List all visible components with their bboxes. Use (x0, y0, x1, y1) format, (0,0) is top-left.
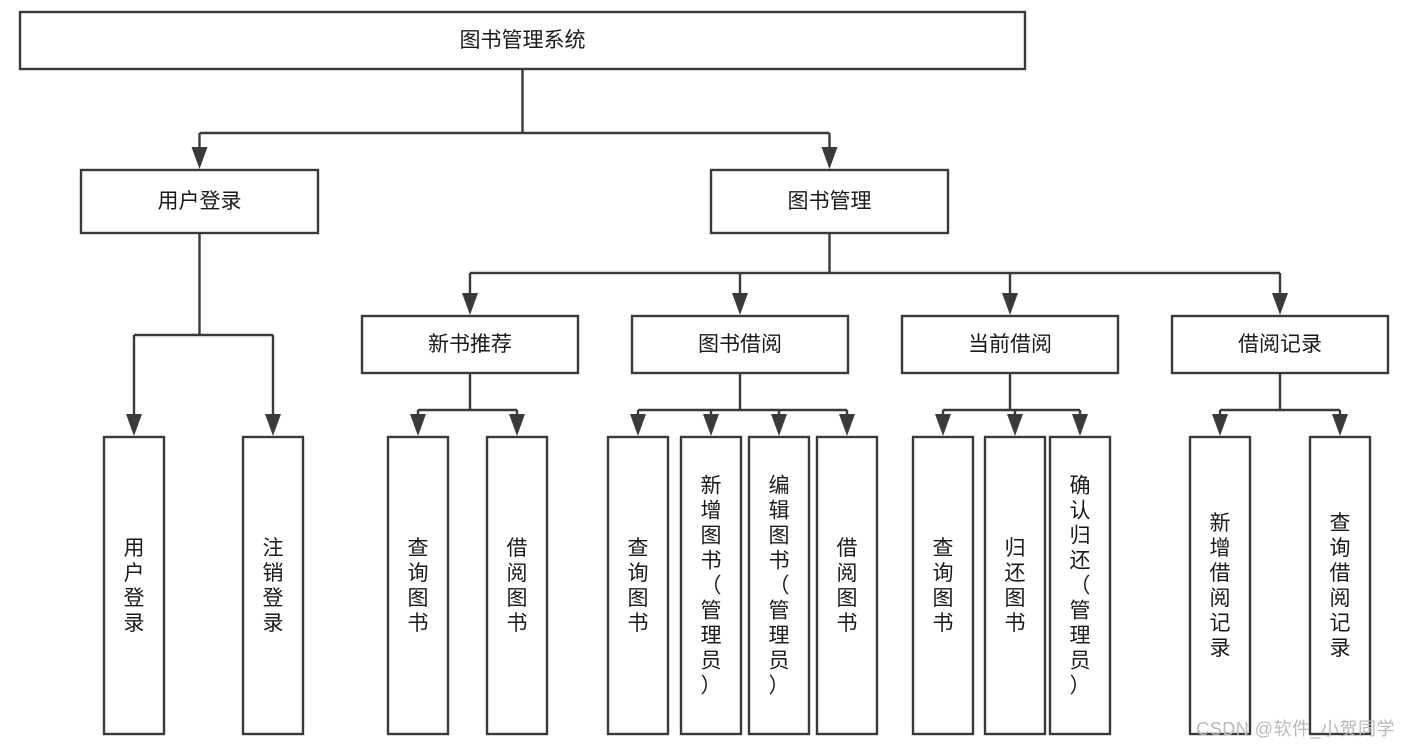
node-record-query[interactable]: 查询借阅记录 (1308, 435, 1372, 736)
book-manage-to-book-borrow-arrowhead (732, 293, 748, 315)
node-user-login-leaf[interactable]: 用户登录 (102, 435, 166, 736)
node-label-user-login-leaf: 用户登录 (124, 537, 145, 635)
node-new-book-recommend[interactable]: 新书推荐 (360, 314, 580, 375)
user-login-to-user-login-leaf-arrowhead (126, 414, 142, 436)
node-label-user-login: 用户登录 (158, 190, 242, 213)
node-borrow-query-book[interactable]: 查询图书 (606, 435, 670, 736)
node-box-current-confirm-return (1048, 435, 1112, 736)
node-label-current-query-book: 查询图书 (933, 537, 954, 635)
node-box-user-login-leaf (102, 435, 166, 736)
node-box-user-login (79, 168, 320, 235)
connector-layer (126, 69, 1348, 436)
node-box-user-logout-leaf (241, 435, 305, 736)
node-label-recommend-borrow-book: 借阅图书 (507, 537, 528, 635)
node-current-query-book[interactable]: 查询图书 (911, 435, 975, 736)
current-borrow-to-current-return-book-arrowhead (1007, 414, 1023, 436)
borrow-record-to-record-add-arrowhead (1212, 414, 1228, 436)
node-box-current-borrow (900, 314, 1120, 375)
node-borrow-borrow-book[interactable]: 借阅图书 (815, 435, 879, 736)
node-box-book-manage (709, 168, 950, 235)
borrow-record-to-record-query-arrowhead (1332, 414, 1348, 436)
node-label-book-borrow: 图书借阅 (698, 333, 782, 356)
node-label-new-book-recommend: 新书推荐 (428, 333, 512, 356)
node-label-record-add: 新增借阅记录 (1210, 512, 1231, 660)
node-box-book-borrow (630, 314, 850, 375)
new-book-recommend-to-recommend-query-book-arrowhead (410, 414, 426, 436)
book-borrow-to-borrow-add-book-arrowhead (703, 414, 719, 436)
node-label-user-logout-leaf: 注销登录 (263, 537, 284, 635)
node-borrow-record[interactable]: 借阅记录 (1170, 314, 1390, 375)
node-label-borrow-query-book: 查询图书 (628, 537, 649, 635)
node-current-return-book[interactable]: 归还图书 (983, 435, 1047, 736)
root-to-user-login-arrowhead (191, 147, 208, 169)
node-box-borrow-record (1170, 314, 1390, 375)
node-box-borrow-add-book (679, 435, 743, 736)
node-book-borrow[interactable]: 图书借阅 (630, 314, 850, 375)
book-manage-to-current-borrow-arrowhead (1002, 293, 1018, 315)
user-login-to-user-logout-leaf-arrowhead (265, 414, 281, 436)
book-borrow-to-borrow-query-book-arrowhead (630, 414, 646, 436)
node-label-recommend-query-book: 查询图书 (408, 537, 429, 635)
node-record-add[interactable]: 新增借阅记录 (1188, 435, 1252, 736)
node-book-manage[interactable]: 图书管理 (709, 168, 950, 235)
book-borrow-to-borrow-edit-book-arrowhead (771, 414, 787, 436)
node-current-borrow[interactable]: 当前借阅 (900, 314, 1120, 375)
node-recommend-query-book[interactable]: 查询图书 (386, 435, 450, 736)
node-box-borrow-edit-book (747, 435, 811, 736)
node-box-record-add (1188, 435, 1252, 736)
node-label-record-query: 查询借阅记录 (1330, 512, 1351, 660)
node-label-current-return-book: 归还图书 (1005, 537, 1026, 635)
new-book-recommend-to-recommend-borrow-book-arrowhead (509, 414, 525, 436)
node-label-borrow-record: 借阅记录 (1238, 333, 1322, 356)
node-recommend-borrow-book[interactable]: 借阅图书 (485, 435, 549, 736)
node-label-current-confirm-return: 确认归还（管理员） (1070, 475, 1091, 698)
node-layer: 图书管理系统用户登录用户登录注销登录图书管理新书推荐查询图书借阅图书图书借阅查询… (18, 10, 1390, 736)
node-box-borrow-borrow-book (815, 435, 879, 736)
node-box-borrow-query-book (606, 435, 670, 736)
node-box-current-query-book (911, 435, 975, 736)
current-borrow-to-current-confirm-return-arrowhead (1072, 414, 1088, 436)
book-manage-to-new-book-recommend-arrowhead (462, 293, 478, 315)
node-box-new-book-recommend (360, 314, 580, 375)
node-current-confirm-return[interactable]: 确认归还（管理员） (1048, 435, 1112, 736)
node-box-recommend-borrow-book (485, 435, 549, 736)
node-user-logout-leaf[interactable]: 注销登录 (241, 435, 305, 736)
node-label-borrow-add-book: 新增图书（管理员） (701, 475, 722, 698)
node-label-borrow-edit-book: 编辑图书（管理员） (769, 475, 790, 698)
node-label-root: 图书管理系统 (460, 29, 586, 52)
watermark-text: CSDN @软件_小贺同学 (1196, 719, 1395, 739)
node-borrow-add-book[interactable]: 新增图书（管理员） (679, 435, 743, 736)
node-box-record-query (1308, 435, 1372, 736)
book-manage-to-borrow-record-arrowhead (1272, 293, 1288, 315)
root-to-book-manage-arrowhead (821, 147, 838, 169)
node-label-book-manage: 图书管理 (788, 190, 872, 213)
node-user-login[interactable]: 用户登录 (79, 168, 320, 235)
current-borrow-to-current-query-book-arrowhead (935, 414, 951, 436)
node-box-root (18, 10, 1027, 71)
book-borrow-to-borrow-borrow-book-arrowhead (839, 414, 855, 436)
node-root[interactable]: 图书管理系统 (18, 10, 1027, 71)
node-label-current-borrow: 当前借阅 (968, 333, 1052, 356)
node-box-recommend-query-book (386, 435, 450, 736)
node-borrow-edit-book[interactable]: 编辑图书（管理员） (747, 435, 811, 736)
node-box-current-return-book (983, 435, 1047, 736)
node-label-borrow-borrow-book: 借阅图书 (837, 537, 858, 635)
